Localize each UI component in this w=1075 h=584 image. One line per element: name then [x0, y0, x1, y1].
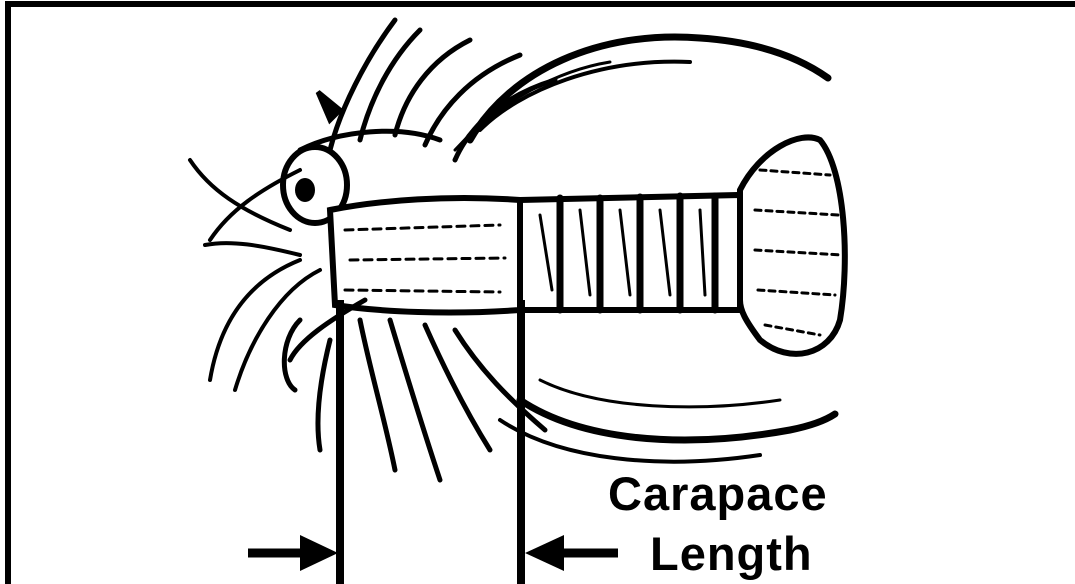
carapace-label: Carapace [608, 470, 828, 517]
claw-lower [500, 380, 835, 462]
abdomen [520, 195, 740, 310]
tail-fan [740, 137, 845, 353]
length-label: Length [650, 530, 813, 577]
legs-lower [284, 320, 545, 480]
right-arrow-head [525, 535, 564, 571]
measurement-arrows [248, 535, 618, 571]
left-arrow-head [300, 535, 338, 571]
claw-upper [455, 37, 828, 150]
